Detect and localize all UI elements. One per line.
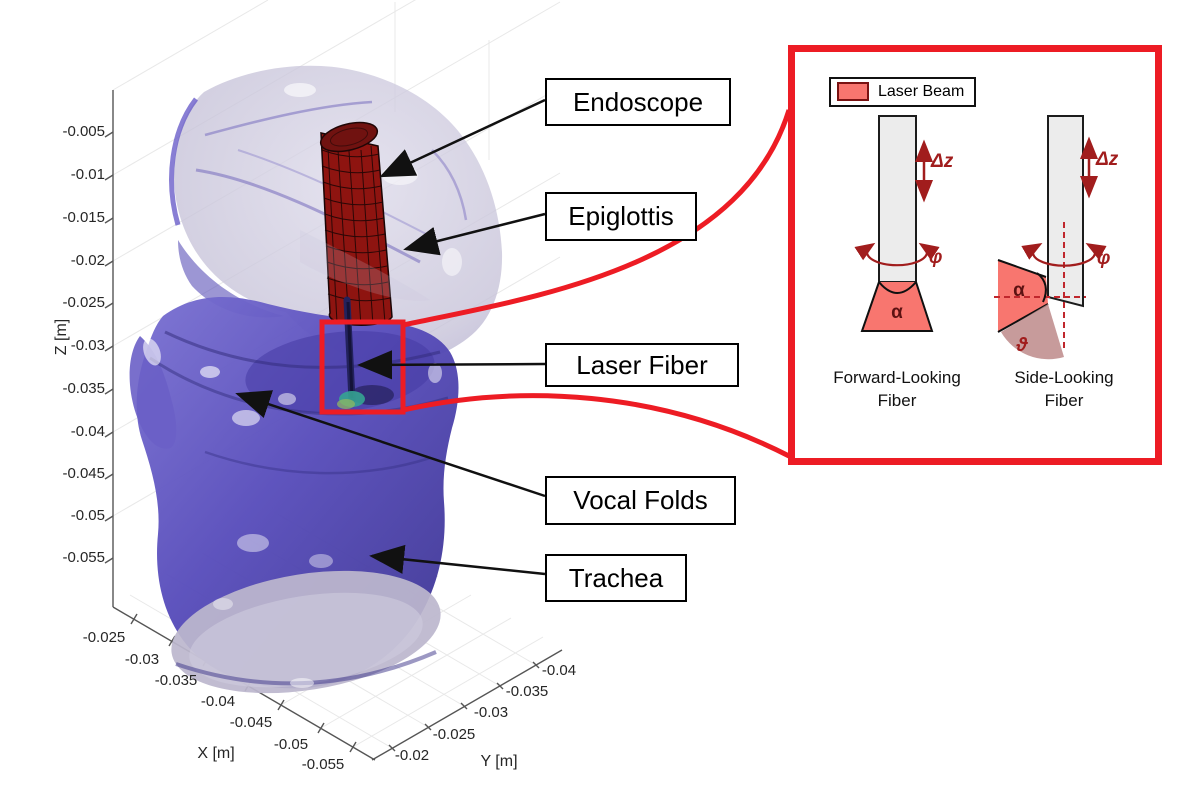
z-tick-label: -0.035 bbox=[62, 380, 105, 397]
zoom-connector-top bbox=[402, 109, 792, 328]
larynx-trachea-surface bbox=[129, 296, 459, 694]
x-tick-label: -0.045 bbox=[229, 714, 273, 731]
side-fiber-caption-line2: Fiber bbox=[1044, 391, 1084, 410]
endoscope-arrow bbox=[379, 98, 546, 178]
laser-fiber-arrow bbox=[357, 350, 546, 380]
z-tick-label: -0.015 bbox=[62, 209, 105, 226]
delta-z-label-side: Δz bbox=[1095, 149, 1119, 170]
phi-rotation-arrow-side bbox=[1021, 243, 1107, 267]
x-axis-label: X [m] bbox=[197, 745, 235, 762]
x-tick-label: -0.03 bbox=[124, 651, 160, 668]
inset-panel: α Δz φ α ϑ Δz φ bbox=[788, 45, 1162, 465]
x-tick-label: -0.04 bbox=[200, 693, 236, 710]
side-fiber-caption-line1: Side-Looking bbox=[1014, 368, 1114, 387]
laser-beam-legend-label: Laser Beam bbox=[878, 82, 965, 100]
delta-z-label-forward: Δz bbox=[930, 151, 954, 172]
z-axis-label: Z [m] bbox=[53, 318, 70, 356]
zoom-connectors bbox=[402, 109, 792, 459]
epiglottis-arrow bbox=[403, 212, 546, 256]
z-tick-label: -0.045 bbox=[62, 465, 105, 482]
fiber-diagrams: α Δz φ α ϑ Δz φ bbox=[854, 115, 1119, 360]
theta-label-side: ϑ bbox=[1015, 335, 1028, 356]
side-fiber-diagram: α ϑ Δz φ bbox=[994, 115, 1119, 360]
y-tick-label: -0.035 bbox=[505, 683, 549, 700]
x-tick-label: -0.025 bbox=[82, 629, 126, 646]
alpha-label-side: α bbox=[1013, 280, 1025, 301]
phi-label-forward: φ bbox=[929, 247, 942, 268]
laser-fiber-3d bbox=[337, 296, 394, 409]
z-tick-label: -0.025 bbox=[62, 294, 105, 311]
y-tick-label: -0.025 bbox=[432, 726, 476, 743]
callout-trachea: Trachea bbox=[545, 554, 687, 602]
alpha-label-forward: α bbox=[891, 302, 903, 323]
forward-fiber-caption: Forward-Looking Fiber bbox=[801, 366, 993, 412]
z-tick-label: -0.02 bbox=[70, 252, 105, 269]
z-tick-label: -0.01 bbox=[70, 166, 105, 183]
callout-laser-fiber: Laser Fiber bbox=[545, 343, 739, 387]
side-fiber-caption: Side-Looking Fiber bbox=[973, 366, 1155, 412]
laser-beam-legend: Laser Beam bbox=[829, 77, 977, 107]
callout-epiglottis: Epiglottis bbox=[545, 192, 697, 241]
zoom-connector-bottom bbox=[402, 393, 791, 459]
callout-arrows bbox=[235, 98, 546, 576]
endoscope-cylinder bbox=[300, 121, 430, 327]
z-tick-label: -0.04 bbox=[70, 423, 105, 440]
axes-lines bbox=[104, 90, 563, 761]
z-tick-label: -0.05 bbox=[70, 507, 105, 524]
y-tick-label: -0.04 bbox=[541, 662, 577, 679]
vocal-folds-arrow bbox=[235, 390, 546, 498]
forward-fiber-caption-line2: Fiber bbox=[877, 391, 917, 410]
x-tick-label: -0.055 bbox=[301, 756, 345, 773]
phi-label-side: φ bbox=[1097, 248, 1110, 269]
x-tick-label: -0.05 bbox=[273, 736, 309, 753]
roi-box bbox=[319, 319, 406, 415]
callout-vocal-folds: Vocal Folds bbox=[545, 476, 736, 525]
callout-endoscope: Endoscope bbox=[545, 78, 731, 126]
laser-beam-swatch bbox=[837, 82, 869, 101]
y-tick-label: -0.03 bbox=[473, 704, 509, 721]
y-tick-label: -0.02 bbox=[394, 747, 430, 764]
x-tick-label: -0.035 bbox=[154, 672, 198, 689]
phi-rotation-arrow-forward bbox=[854, 242, 940, 267]
y-axis-label: Y [m] bbox=[480, 753, 518, 770]
forward-fiber-diagram: α Δz φ bbox=[854, 115, 954, 332]
z-tick-label: -0.03 bbox=[70, 337, 105, 354]
forward-fiber-caption-line1: Forward-Looking bbox=[833, 368, 961, 387]
z-tick-label: -0.055 bbox=[62, 549, 105, 566]
trachea-arrow bbox=[369, 544, 546, 576]
z-tick-label: -0.005 bbox=[62, 123, 105, 140]
